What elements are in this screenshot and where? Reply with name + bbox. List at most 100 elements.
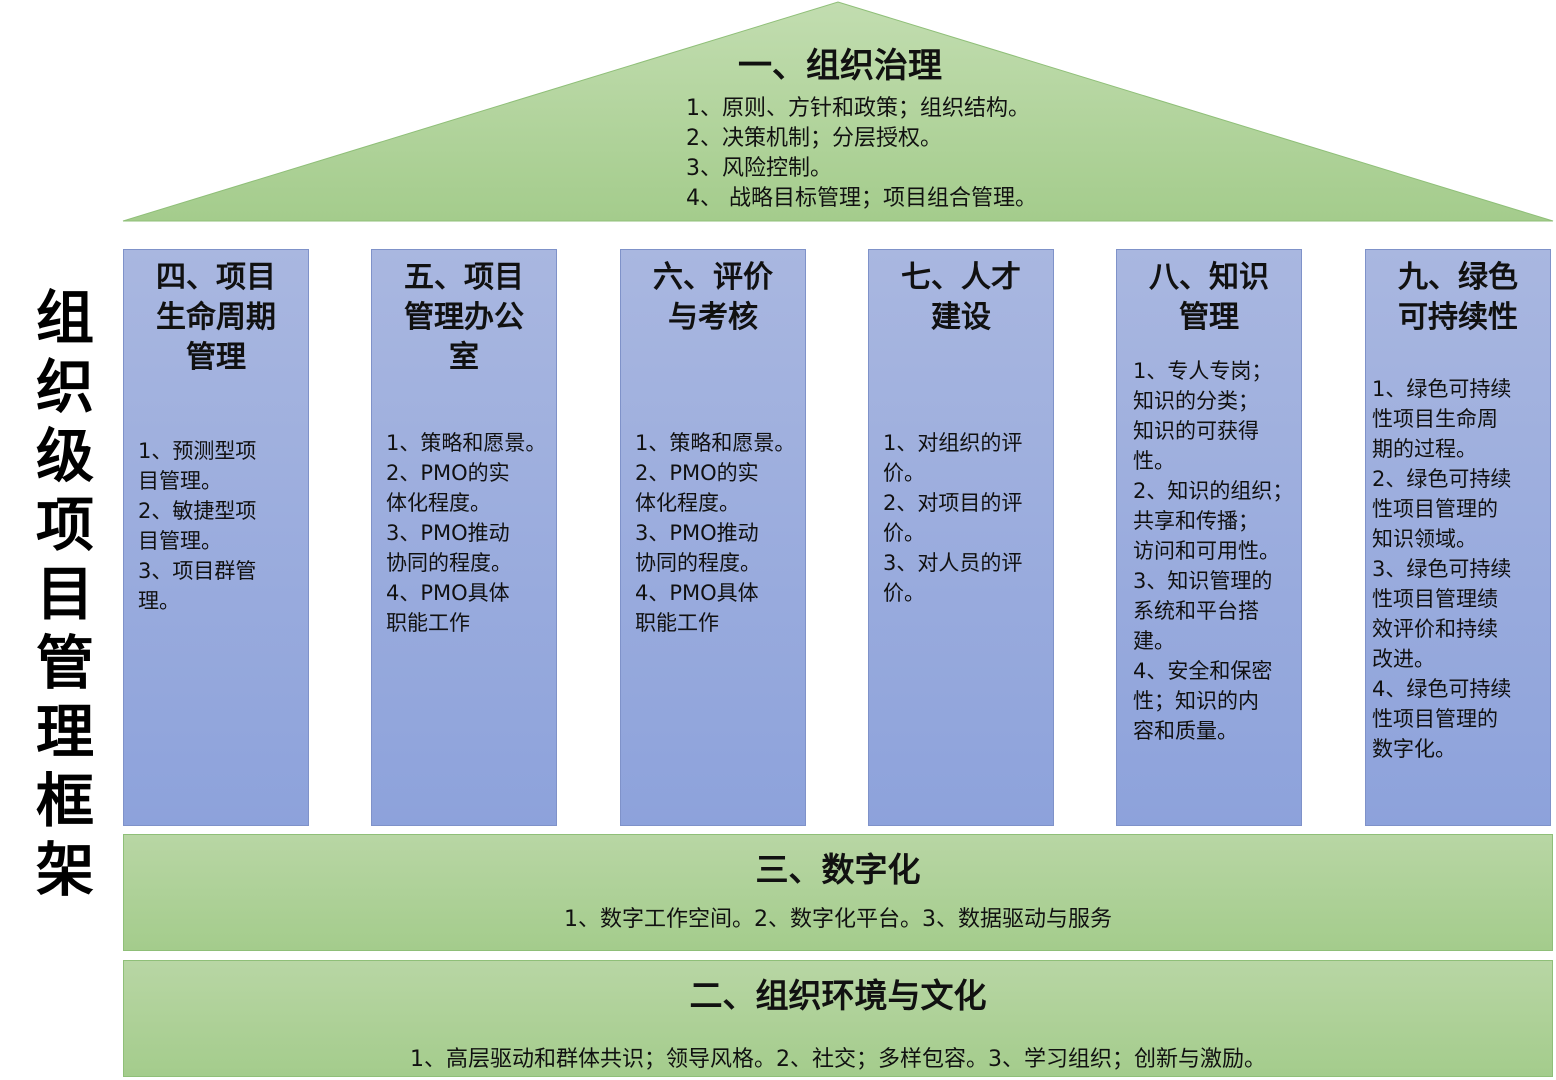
pillar-title-line: 八、知识 [1149,260,1269,295]
band-title: 二、组织环境与文化 [689,976,987,1015]
pillar-item: 理。 [138,589,180,613]
pillar-title-line: 建设 [931,300,991,335]
pillar-title-line: 七、人才 [901,260,1021,295]
pillar-title-line: 四、项目 [156,260,276,295]
pillar-title-line: 生命周期 [156,300,276,335]
band-text: 1、高层驱动和群体共识；领导风格。2、社交；多样包容。3、学习组织；创新与激励。 [410,1047,1266,1072]
pillar-item: 3、对人员的评 [883,551,1023,575]
pillar-item: 3、PMO推动 [635,521,759,545]
pillar-item-list: 1、策略和愿景。 2、PMO的实 体化程度。 3、PMO推动 协同的程度。 4、… [386,428,552,638]
pillar-item: 4、绿色可持续 [1372,677,1512,701]
pillar-title-line: 六、评价 [653,260,773,295]
side-title-char: 架 [35,836,94,904]
pillar-item: 共享和传播； [1133,509,1259,533]
band-title: 三、数字化 [755,850,921,889]
pillar-pmo: 五、项目 管理办公 室 1、策略和愿景。 2、PMO的实 体化程度。 3、PMO… [371,249,557,826]
pillar-item: 性项目管理绩 [1372,587,1498,611]
pillar-item: 性。 [1133,449,1175,473]
pillar-item: 目管理。 [138,469,222,493]
pillar-title: 四、项目 生命周期 管理 [124,258,308,378]
roof-item: 2、决策机制；分层授权。 [686,126,942,151]
pillar-title: 五、项目 管理办公 室 [372,258,556,378]
pillar-title: 九、绿色 可持续性 [1366,258,1550,338]
pillar-item: 4、PMO具体 [635,581,759,605]
pillar-item: 访问和可用性。 [1133,539,1280,563]
pillar-item: 2、知识的组织； [1133,479,1294,503]
pillar-title-line: 五、项目 [404,260,524,295]
pillar-item: 3、绿色可持续 [1372,557,1512,581]
pillar-title: 八、知识 管理 [1117,258,1301,338]
side-title-char: 管 [35,629,94,697]
pillar-item: 容和质量。 [1133,719,1238,743]
pillar-item: 性项目管理的 [1372,707,1498,731]
pillar-title-line: 管理 [1179,300,1239,335]
pillar-title-line: 与考核 [668,300,758,335]
pillar-title-line: 九、绿色 [1398,260,1518,295]
pillar-green: 九、绿色 可持续性 1、绿色可持续 性项目生命周 期的过程。 2、绿色可持续 性… [1365,249,1551,826]
side-title-char: 框 [35,767,94,835]
side-title-char: 织 [35,353,94,421]
roof-item-list: 1、原则、方针和政策；组织结构。 2、决策机制；分层授权。 3、风险控制。 4、… [686,94,1246,214]
pillar-knowledge: 八、知识 管理 1、专人专岗； 知识的分类； 知识的可获得 性。 2、知识的组织… [1116,249,1302,826]
pillar-item: 建。 [1133,629,1175,653]
pillar-item: 2、PMO的实 [635,461,759,485]
pillar-item: 体化程度。 [635,491,740,515]
pillar-item: 改进。 [1372,647,1435,671]
pillar-title-line: 室 [449,340,479,375]
pillar-item: 1、策略和愿景。 [386,431,547,455]
pillar-item: 1、预测型项 [138,439,257,463]
pillar-item-list: 1、预测型项 目管理。 2、敏捷型项 目管理。 3、项目群管 理。 [138,436,304,616]
pillar-item: 4、PMO具体 [386,581,510,605]
pillar-item: 性；知识的内 [1133,689,1259,713]
band-text: 1、数字工作空间。2、数字化平台。3、数据驱动与服务 [564,907,1112,932]
pillar-item: 价。 [883,521,925,545]
pillar-item: 价。 [883,581,925,605]
pillar-item: 协同的程度。 [635,551,761,575]
pillar-item: 2、敏捷型项 [138,499,257,523]
band-environment-culture: 二、组织环境与文化 1、高层驱动和群体共识；领导风格。2、社交；多样包容。3、学… [123,960,1553,1077]
pillar-item: 系统和平台搭 [1133,599,1259,623]
band-digitalization: 三、数字化 1、数字工作空间。2、数字化平台。3、数据驱动与服务 [123,834,1553,951]
pillar-item: 3、PMO推动 [386,521,510,545]
pillar-item: 3、项目群管 [138,559,257,583]
pillar-item: 数字化。 [1372,737,1456,761]
pillar-item-list: 1、策略和愿景。 2、PMO的实 体化程度。 3、PMO推动 协同的程度。 4、… [635,428,801,638]
pillar-item: 期的过程。 [1372,437,1477,461]
pillar-item: 性项目生命周 [1372,407,1498,431]
pillar-item-list: 1、对组织的评 价。 2、对项目的评 价。 3、对人员的评 价。 [883,428,1049,608]
pillar-talent: 七、人才 建设 1、对组织的评 价。 2、对项目的评 价。 3、对人员的评 价。 [868,249,1054,826]
pillar-item: 知识的分类； [1133,389,1259,413]
pillar-evaluation: 六、评价 与考核 1、策略和愿景。 2、PMO的实 体化程度。 3、PMO推动 … [620,249,806,826]
pillar-item-list: 1、绿色可持续 性项目生命周 期的过程。 2、绿色可持续 性项目管理的 知识领域… [1372,374,1546,764]
pillar-item: 1、专人专岗； [1133,359,1273,383]
roof-title: 一、组织治理 [738,46,942,86]
pillar-title-line: 可持续性 [1398,300,1518,335]
roof-triangle [122,1,1554,222]
pillar-item: 1、策略和愿景。 [635,431,796,455]
pillar-item-list: 1、专人专岗； 知识的分类； 知识的可获得 性。 2、知识的组织； 共享和传播；… [1133,356,1297,746]
pillar-item: 3、知识管理的 [1133,569,1273,593]
pillar-item: 4、安全和保密 [1133,659,1273,683]
pillar-title-line: 管理办公 [404,300,524,335]
roof-item: 1、原则、方针和政策；组织结构。 [686,96,1030,121]
side-title-char: 项 [35,491,94,559]
pillar-lifecycle: 四、项目 生命周期 管理 1、预测型项 目管理。 2、敏捷型项 目管理。 3、项… [123,249,309,826]
pillar-item: 效评价和持续 [1372,617,1498,641]
roof-item: 3、风险控制。 [686,156,832,181]
pillar-item: 1、绿色可持续 [1372,377,1512,401]
pillar-item: 协同的程度。 [386,551,512,575]
pillar-item: 1、对组织的评 [883,431,1023,455]
side-title-char: 级 [35,422,94,490]
roof-item: 4、 战略目标管理；项目组合管理。 [686,186,1037,211]
pillar-item: 性项目管理的 [1372,497,1498,521]
pillar-title-line: 管理 [186,340,246,375]
pillar-item: 职能工作 [386,611,470,635]
pillar-title: 七、人才 建设 [869,258,1053,338]
side-title-char: 理 [35,698,94,766]
pillar-item: 2、PMO的实 [386,461,510,485]
pillar-item: 2、绿色可持续 [1372,467,1512,491]
side-title: 组 织 级 项 目 管 理 框 架 [30,284,100,905]
pillar-item: 职能工作 [635,611,719,635]
pillar-item: 价。 [883,461,925,485]
pillar-item: 知识领域。 [1372,527,1477,551]
